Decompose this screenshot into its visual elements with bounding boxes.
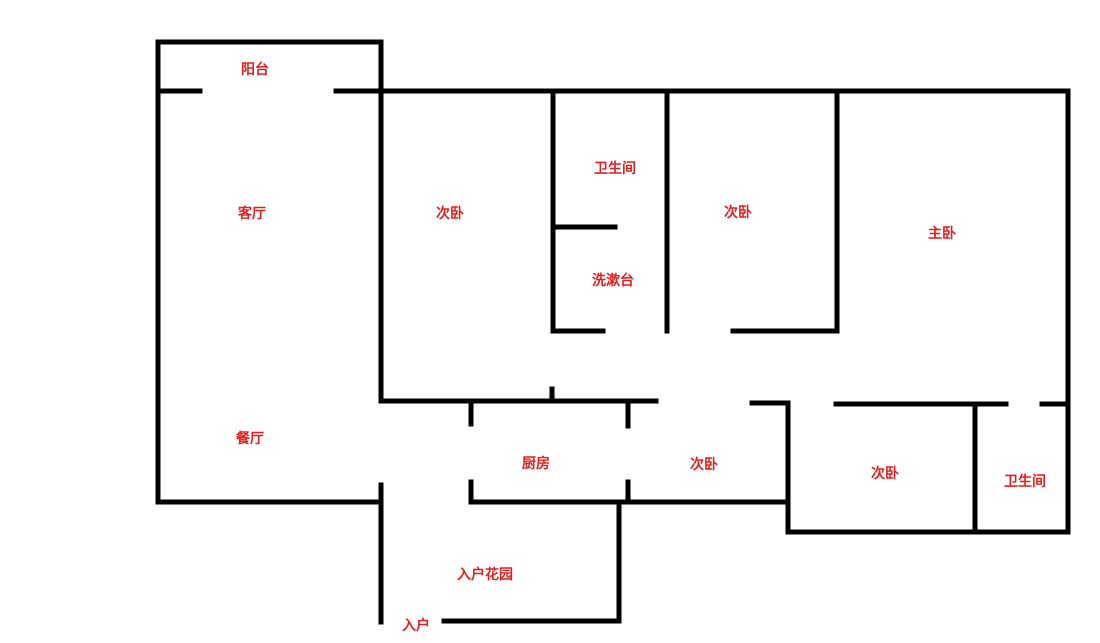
- room-label-dining-room: 餐厅: [236, 431, 264, 447]
- room-label-balcony: 阳台: [241, 62, 269, 78]
- room-label-bedroom-3: 次卧: [690, 457, 718, 473]
- room-label-entry-garden: 入户花园: [457, 567, 513, 583]
- room-label-bedroom-1: 次卧: [436, 206, 464, 222]
- room-label-kitchen: 厨房: [522, 456, 550, 472]
- room-label-bathroom-2: 卫生间: [1004, 474, 1046, 490]
- room-label-bedroom-2: 次卧: [724, 205, 752, 221]
- walls: [155, 39, 1071, 625]
- room-label-bedroom-4: 次卧: [871, 466, 899, 482]
- room-label-bathroom-1: 卫生间: [594, 161, 636, 177]
- room-label-master-bedroom: 主卧: [928, 226, 956, 242]
- room-label-washbasin: 洗漱台: [592, 273, 634, 289]
- room-label-entrance: 入户: [402, 618, 430, 634]
- room-label-living-room: 客厅: [238, 206, 266, 222]
